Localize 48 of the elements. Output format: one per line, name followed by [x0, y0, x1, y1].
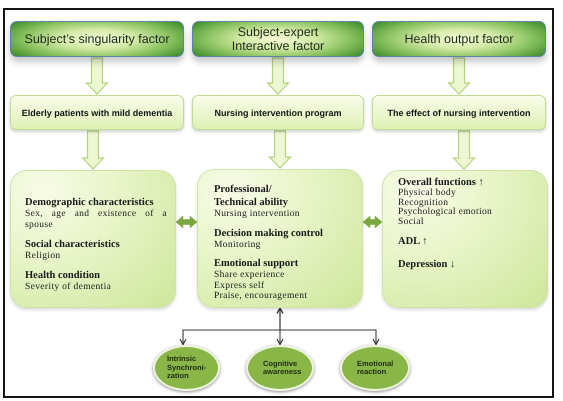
section-item: Recognition — [398, 198, 448, 208]
factor-header — [10, 21, 184, 57]
box-title: Elderly patients with mild dementia — [22, 108, 172, 118]
category-box — [192, 95, 364, 130]
content-box — [382, 170, 548, 308]
section-item: Social — [398, 218, 425, 227]
ellipse-node — [153, 345, 220, 391]
section-item: Religion — [25, 251, 62, 262]
block-arrow — [266, 57, 290, 95]
section-heading: Depression ↓ — [398, 258, 456, 271]
category-box — [10, 95, 184, 130]
box-title: Nursing intervention program — [214, 108, 342, 118]
content-box — [197, 169, 363, 308]
header-title: Subject’s singularity factor — [24, 32, 170, 46]
connector-arrow — [276, 307, 380, 346]
section-item: Praise, encouragement — [214, 291, 308, 302]
section-heading: Social characteristics — [25, 238, 121, 251]
factor-header — [192, 21, 364, 57]
section-item: Sex, age and existence of a spouse — [25, 209, 167, 231]
section-heading: Decision making control — [214, 226, 324, 240]
double-headed-arrow — [176, 216, 198, 228]
section-item: Share experience — [214, 270, 286, 280]
section-item: Severity of dementia — [25, 282, 112, 293]
header-title: Subject-expert Interactive factor — [230, 25, 326, 53]
section-item: Monitoring — [214, 240, 262, 250]
section-heading: Professional/ Technical ability — [214, 183, 289, 209]
section-heading: Demographic characteristics — [25, 196, 155, 209]
section-heading: Health condition — [25, 269, 101, 282]
block-arrow — [447, 57, 471, 95]
section-heading: Overall functions ↑ — [398, 176, 485, 188]
double-headed-arrow — [362, 216, 382, 228]
ellipse-node — [340, 345, 410, 391]
section-item: Express self — [214, 280, 266, 291]
block-arrow — [85, 57, 109, 95]
factor-header — [372, 21, 546, 57]
block-arrow — [81, 130, 105, 170]
ellipse-node — [246, 345, 314, 391]
header-title: Health output factor — [404, 32, 514, 46]
category-box — [372, 95, 546, 130]
block-arrow — [268, 130, 292, 169]
section-item: Nursing intervention — [214, 209, 301, 220]
content-box — [10, 170, 176, 308]
section-heading: Emotional support — [214, 257, 300, 270]
section-item: Psychological emotion — [398, 208, 494, 217]
box-title: The effect of nursing intervention — [387, 108, 530, 118]
section-heading: ADL ↑ — [398, 235, 428, 248]
section-item: Physical body — [398, 189, 458, 198]
block-arrow — [452, 130, 476, 170]
